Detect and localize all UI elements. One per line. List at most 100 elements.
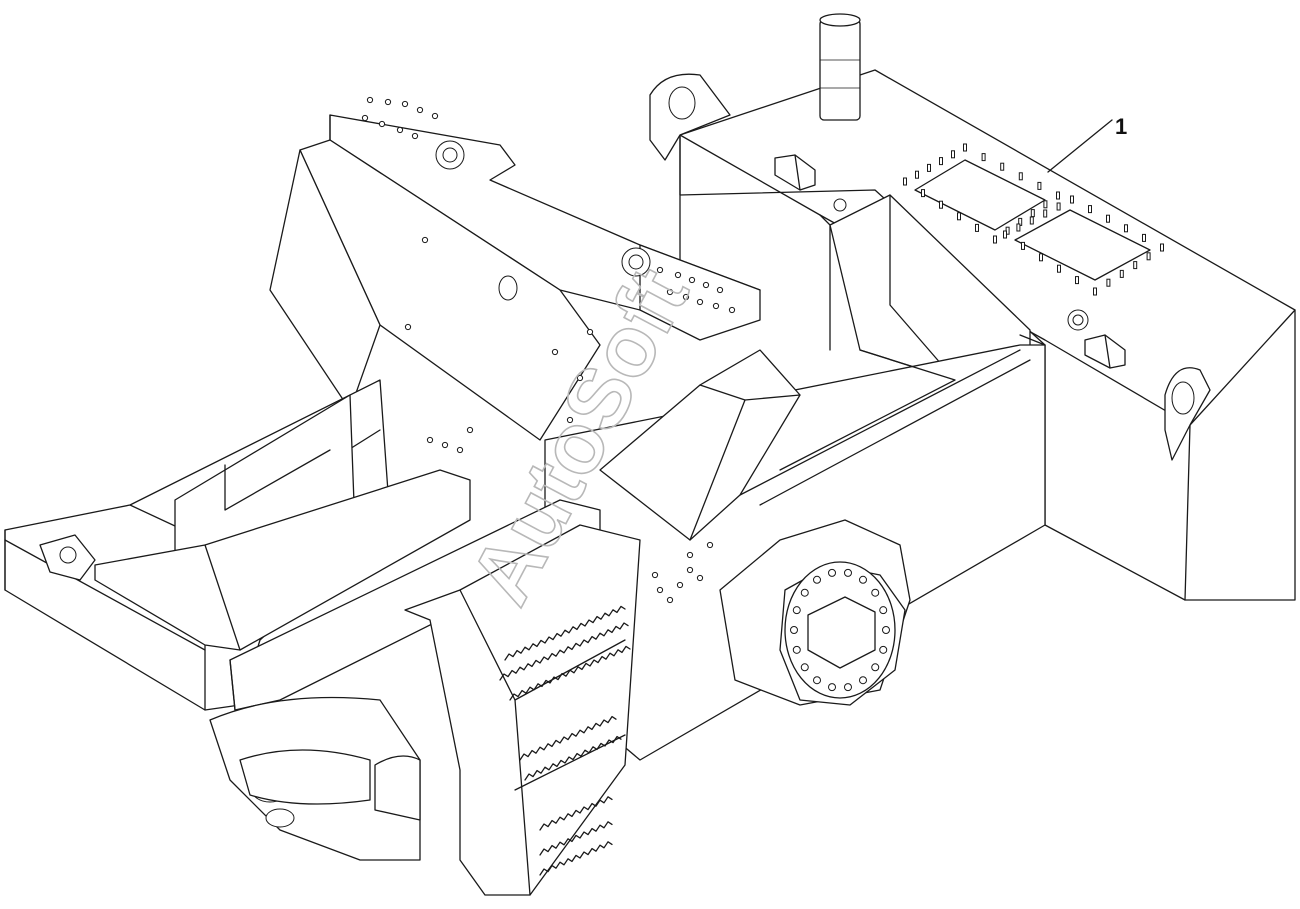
hub-bolt (828, 568, 837, 577)
mount-hole (716, 286, 724, 294)
bolt (1119, 269, 1124, 278)
mount-hole (396, 126, 404, 134)
mount-hole (411, 132, 419, 140)
step-tread (519, 715, 617, 761)
counterweight-block (679, 69, 1296, 601)
hub-bolt (813, 676, 821, 685)
bolt (1043, 200, 1048, 209)
bolt (975, 223, 979, 232)
bolt (1070, 195, 1074, 204)
lower-hinge (209, 696, 421, 861)
mount-hole (421, 236, 429, 244)
bolt (993, 235, 997, 244)
bolt (1056, 202, 1061, 211)
mount-hole (586, 328, 594, 336)
mount-hole (696, 574, 704, 582)
bolt (963, 143, 967, 152)
hub-bolt (879, 606, 888, 615)
bolt (927, 163, 931, 172)
bolt (1003, 230, 1007, 239)
mount-hole (712, 302, 720, 310)
leader-line (1047, 119, 1113, 173)
mount-hole (401, 100, 409, 108)
mount-hole (674, 271, 682, 279)
mount-hole (682, 293, 690, 301)
mount-hole (728, 306, 736, 314)
step-tread (539, 796, 613, 831)
bolt (1106, 214, 1110, 223)
bolt (951, 150, 955, 159)
bolt (903, 177, 907, 186)
mount-hole (576, 374, 584, 382)
hub-bolt (879, 645, 888, 654)
hub-bolt (790, 626, 798, 634)
bolt (1106, 278, 1111, 287)
articulation-box (599, 349, 801, 541)
lifting-eye-front (649, 73, 731, 161)
mount-hole (702, 281, 710, 289)
bolt (915, 170, 919, 179)
mount-hole (656, 586, 664, 594)
mount-hole (651, 571, 659, 579)
bolt (1000, 162, 1005, 171)
hub-bolt (882, 626, 890, 634)
lifting-eye-rear (1164, 367, 1211, 461)
cover-bolts (903, 143, 1164, 296)
bore (628, 254, 644, 270)
bolt (1056, 191, 1060, 200)
axle-hub (719, 519, 911, 706)
mount-hole (706, 541, 714, 549)
callout-label: 1 (1115, 114, 1127, 139)
bolt (1142, 233, 1146, 242)
bolt (921, 189, 925, 198)
mount-hole (378, 120, 386, 128)
mount-hole (426, 436, 434, 444)
plate-holes (361, 96, 736, 604)
ladder-steps (499, 605, 631, 876)
step-tread (539, 841, 613, 876)
bolt (1039, 253, 1043, 262)
mount-hole (676, 581, 684, 589)
mount-hole (688, 276, 696, 284)
mount-hole (656, 266, 664, 274)
bolt (1093, 287, 1097, 296)
mount-hole (431, 112, 439, 120)
inspection-cover-2 (1014, 209, 1151, 281)
mount-hole (696, 298, 704, 306)
mount-hole (466, 426, 474, 434)
hub-bolt (871, 588, 880, 597)
mount-hole (666, 288, 674, 296)
mount-hole (686, 566, 694, 574)
mount-hole (551, 348, 559, 356)
mount-hole (456, 446, 464, 454)
mount-hole (441, 441, 449, 449)
hub-bolt (813, 575, 821, 584)
mount-hole (566, 416, 574, 424)
hub-bolt (859, 676, 867, 685)
bolt (939, 157, 943, 166)
bolt (1021, 241, 1025, 250)
mount-hole (404, 323, 412, 331)
bolt (1057, 264, 1061, 273)
bolt (1088, 205, 1092, 214)
port (833, 198, 847, 212)
step-tread (509, 645, 631, 701)
bracket-side (1084, 334, 1126, 369)
bore (442, 147, 458, 163)
hub-bolts (790, 568, 890, 692)
cross-beam (94, 469, 471, 651)
bolt (1043, 209, 1048, 218)
hub-bolt (871, 663, 880, 672)
hub-bolt (800, 663, 809, 672)
bolt (1146, 252, 1151, 261)
bolt (1037, 181, 1042, 190)
bolt (1160, 243, 1164, 252)
mount-hole (416, 106, 424, 114)
mount-hole (686, 551, 694, 559)
callout-1: 1 (1047, 114, 1127, 173)
bolt (1029, 216, 1034, 225)
mount-hole (366, 96, 374, 104)
filler-neck (819, 13, 861, 121)
bore (498, 275, 518, 301)
bolt (939, 200, 943, 209)
